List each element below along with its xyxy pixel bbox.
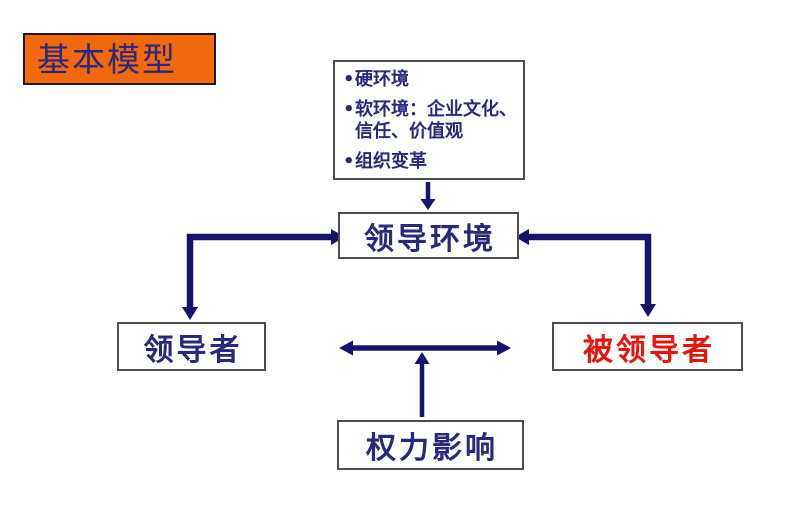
slide-title: 基本模型 <box>37 39 177 79</box>
note-list: • 硬环境 • 软环境：企业文化、信任、价值观 • 组织变革 <box>343 69 517 173</box>
bullet-icon: • <box>343 98 355 120</box>
bullet-icon: • <box>343 69 355 90</box>
arrow-power-up <box>414 352 430 417</box>
note-item-soft-env: • 软环境：企业文化、信任、价值观 <box>343 99 517 143</box>
note-item-text: 组织变革 <box>355 150 427 172</box>
node-label: 被领导者 <box>583 332 715 368</box>
node-power-influence: 权力影响 <box>337 420 524 470</box>
title-box: 基本模型 <box>23 33 216 85</box>
node-label: 领导环境 <box>364 221 496 257</box>
bullet-icon: • <box>343 150 355 172</box>
node-followers: 被领导者 <box>552 322 743 371</box>
environment-note-box: • 硬环境 • 软环境：企业文化、信任、价值观 • 组织变革 <box>333 60 525 180</box>
arrow-elbow-environment-followers <box>515 229 656 317</box>
node-label: 权力影响 <box>366 431 498 466</box>
arrow-elbow-environment-leader <box>182 229 345 320</box>
node-leadership-environment: 领导环境 <box>338 212 519 259</box>
arrow-note-to-environment <box>420 182 436 210</box>
note-item-text: 软环境：企业文化、信任、价值观 <box>355 98 517 142</box>
note-item-hard-env: • 硬环境 <box>343 69 517 91</box>
arrow-leader-followers-double <box>339 340 511 356</box>
note-item-text: 硬环境 <box>355 69 409 90</box>
note-item-org-change: • 组织变革 <box>343 151 517 173</box>
node-label: 领导者 <box>143 332 243 368</box>
node-leader: 领导者 <box>117 322 266 371</box>
